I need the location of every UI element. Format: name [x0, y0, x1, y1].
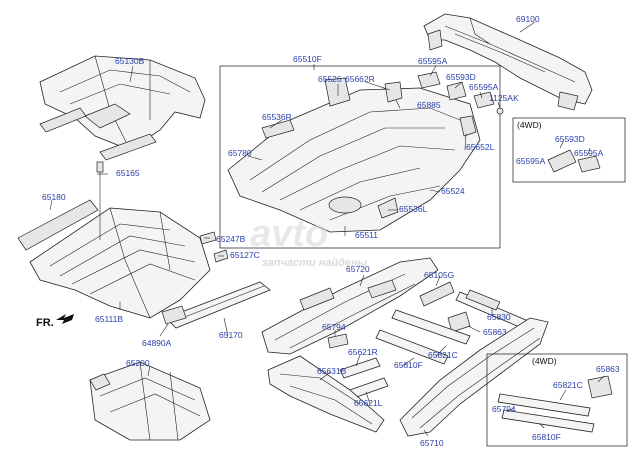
- part-65710: [399, 317, 549, 437]
- part-65170: [165, 281, 271, 329]
- part-65810F-a: [375, 329, 449, 365]
- label-65720: 65720: [346, 264, 370, 274]
- label-65593D-1: 65593D: [446, 72, 476, 82]
- label-65794-2: 65794: [492, 404, 516, 414]
- part-65200: [89, 361, 211, 441]
- watermark-text: запчасти найдены: [262, 257, 368, 269]
- label-65821C-2: 65821C: [553, 380, 583, 390]
- part-65111B: [17, 199, 211, 319]
- label-65662R: 65662R: [345, 74, 375, 84]
- label-65652L: 65652L: [466, 142, 495, 152]
- label-65130B: 65130B: [115, 56, 145, 66]
- fr-label: FR.: [36, 317, 54, 329]
- label-65595A-3: 65595A: [574, 148, 604, 158]
- label-65511: 65511: [355, 230, 378, 240]
- label-65631B: 65631B: [317, 366, 347, 376]
- label-1125AK: 1125AK: [489, 93, 519, 103]
- label-65536L: 65536L: [399, 204, 428, 214]
- label-65105G: 65105G: [424, 270, 454, 280]
- label-4wd-2: (4WD): [532, 356, 557, 366]
- part-65130B: [39, 55, 206, 161]
- label-65710: 65710: [420, 438, 444, 448]
- label-65510F: 65510F: [293, 54, 322, 64]
- label-65863-2: 65863: [596, 364, 620, 374]
- label-65536R: 65536R: [262, 112, 292, 122]
- label-65885: 65885: [417, 100, 441, 110]
- label-65165: 65165: [116, 168, 140, 178]
- 4wd-group-box-bottom: [486, 353, 628, 447]
- label-65170: 65170: [219, 330, 243, 340]
- label-65595A-2: 65595A: [469, 82, 499, 92]
- label-64890A: 64890A: [142, 338, 172, 348]
- watermark-logo: avto: [250, 213, 328, 255]
- label-65810F-2: 65810F: [532, 432, 561, 442]
- rear-floor-group-box: [219, 65, 501, 249]
- 4wd-group-box-top: [512, 117, 626, 183]
- part-4wd-brackets-top: [547, 139, 601, 173]
- part-65631B: [267, 355, 385, 433]
- label-65794-1: 65794: [322, 322, 346, 332]
- label-65863-1: 65863: [483, 327, 507, 337]
- label-65200: 65200: [126, 358, 150, 368]
- part-labels: 69100 65130B 65510F 65595A 65526 65662R …: [42, 14, 620, 448]
- arrow-icon: [56, 314, 74, 324]
- part-65794-a: [327, 333, 349, 349]
- label-65595A-4: 65595A: [516, 156, 546, 166]
- label-65111B: 65111B: [95, 314, 123, 324]
- label-65621R: 65621R: [348, 347, 378, 357]
- part-65621R: [339, 357, 381, 379]
- label-65621L: 65621L: [354, 398, 383, 408]
- label-65595A-1: 65595A: [418, 56, 448, 66]
- label-65127C: 65127C: [230, 250, 260, 260]
- label-65810F-1: 65810F: [394, 360, 423, 370]
- part-65165: [96, 161, 104, 240]
- label-69100: 69100: [516, 14, 540, 24]
- part-65720: [261, 257, 439, 355]
- part-69100: [423, 13, 593, 111]
- part-65863-a: [447, 311, 471, 333]
- part-65595A-brackets: [417, 71, 504, 115]
- label-65593D-2: 65593D: [555, 134, 585, 144]
- leader-lines: [49, 21, 605, 437]
- front-direction-indicator: FR.: [36, 314, 74, 329]
- label-65526: 65526: [318, 74, 342, 84]
- part-4wd-rails-bottom: [497, 375, 613, 433]
- label-4wd-1: (4WD): [517, 120, 542, 130]
- label-65780: 65780: [228, 148, 252, 158]
- part-65821C-a: [391, 309, 471, 345]
- part-65105G: [419, 281, 455, 307]
- label-65830: 65830: [487, 312, 511, 322]
- label-65821C-1: 65821C: [428, 350, 458, 360]
- label-65180: 65180: [42, 192, 66, 202]
- part-65510F: [227, 77, 481, 233]
- label-65247B: 65247B: [216, 234, 246, 244]
- part-64890A: [161, 305, 187, 325]
- label-65524: 65524: [441, 186, 465, 196]
